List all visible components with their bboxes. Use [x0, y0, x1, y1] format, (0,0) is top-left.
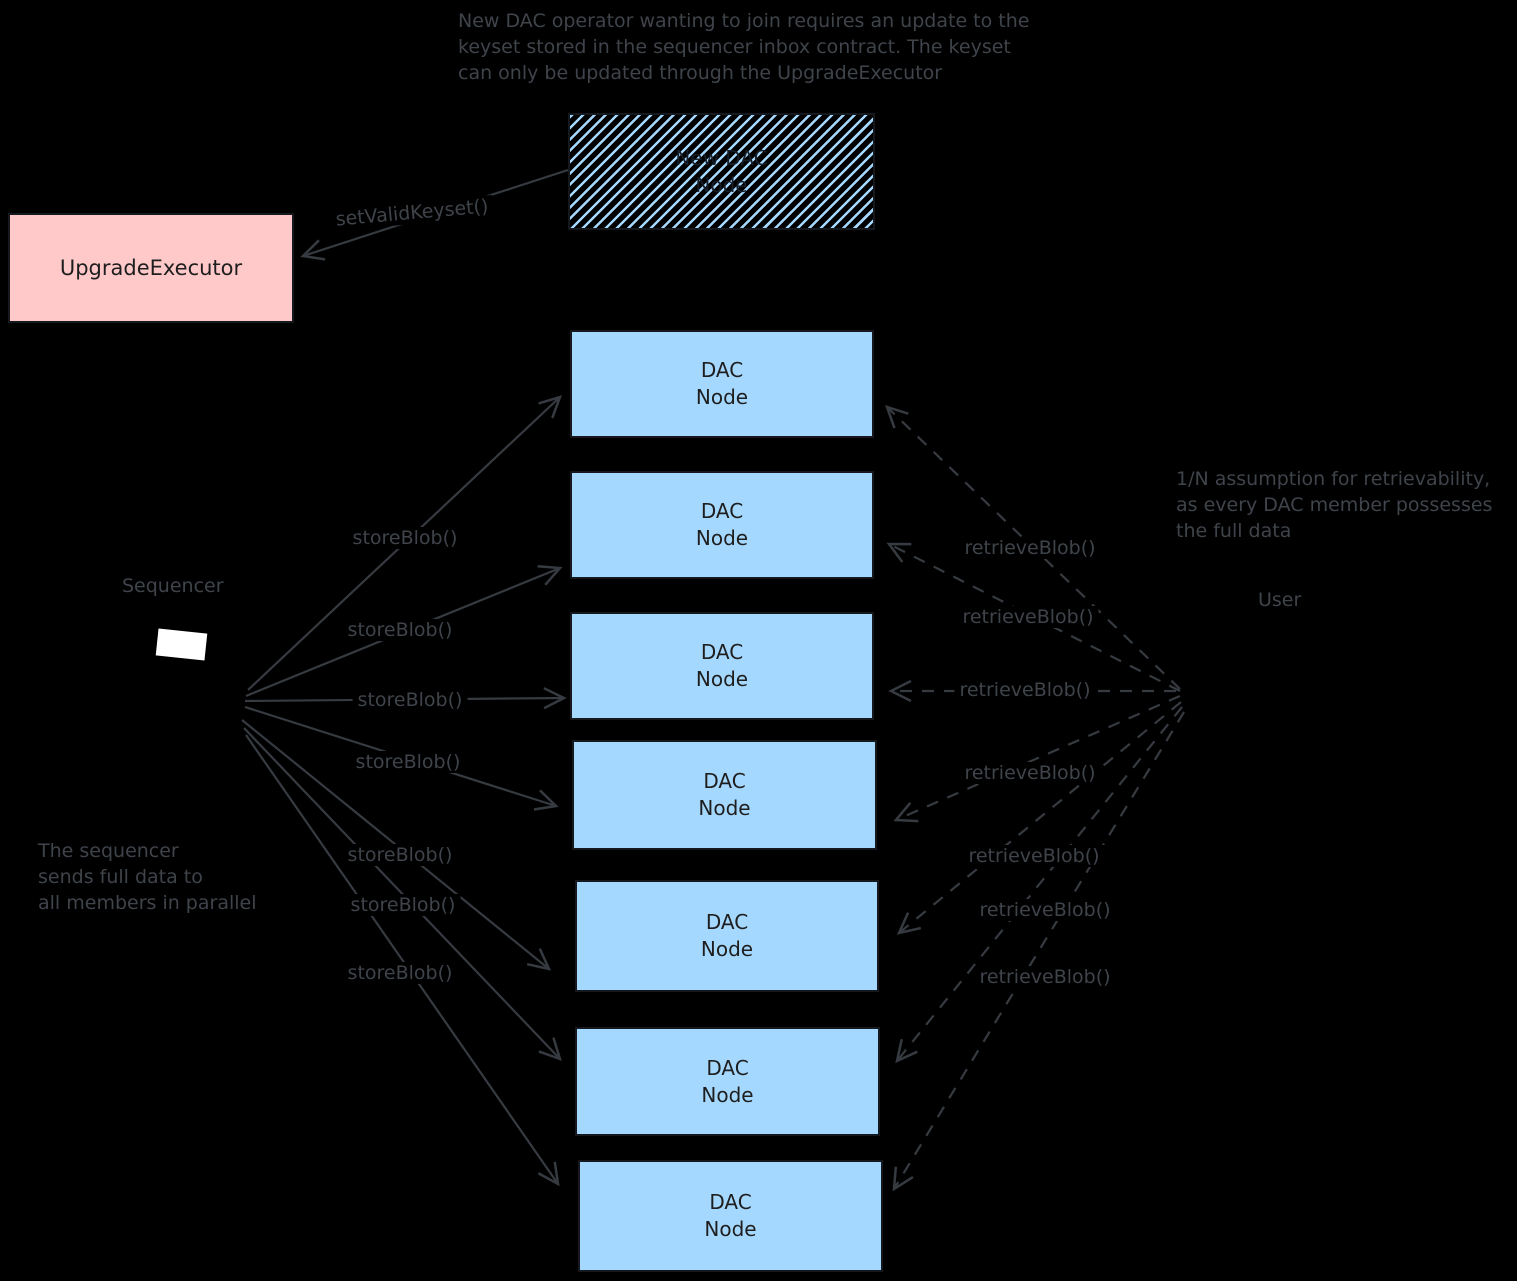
dac-node-label: DAC Node	[695, 640, 749, 691]
retrieve-blob-arrow-4	[893, 694, 1181, 823]
user-label: User	[1258, 589, 1302, 611]
retrievability-note: 1/N assumption for retrievability, as ev…	[1176, 468, 1493, 542]
dac-node-label: DAC Node	[695, 499, 749, 550]
dac-node-box-1: DAC Node	[570, 330, 874, 438]
dac-node-label: DAC Node	[701, 1055, 754, 1107]
store-blob-label-4: storeBlob()	[350, 751, 466, 773]
retrieve-blob-label-5: retrieveBlob()	[963, 845, 1105, 867]
new-dac-node-label: New DAC Node	[675, 145, 768, 197]
dac-node-box-5: DAC Node	[575, 880, 879, 992]
store-blob-label-6: storeBlob()	[345, 894, 461, 916]
retrieve-blob-label-6: retrieveBlob()	[974, 899, 1116, 921]
store-blob-label-5: storeBlob()	[342, 844, 458, 866]
dac-node-box-3: DAC Node	[570, 612, 874, 720]
keyset-update-note: New DAC operator wanting to join require…	[458, 10, 1030, 84]
dac-node-label: DAC Node	[698, 769, 751, 820]
dac-node-label: DAC Node	[700, 910, 754, 961]
store-blob-label-1: storeBlob()	[347, 527, 463, 549]
parallel-send-note: The sequencer sends full data to all mem…	[38, 840, 257, 914]
sequencer-label: Sequencer	[122, 575, 224, 597]
retrieve-blob-arrow-6	[895, 706, 1183, 1064]
store-blob-label-7: storeBlob()	[342, 962, 458, 984]
sequencer-icon	[155, 628, 208, 661]
retrieve-blob-label-4: retrieveBlob()	[959, 762, 1101, 784]
retrieve-blob-label-3: retrieveBlob()	[954, 679, 1096, 701]
dac-node-box-7: DAC Node	[578, 1160, 883, 1272]
dac-node-box-4: DAC Node	[572, 740, 877, 850]
store-blob-arrow-7	[245, 734, 560, 1187]
retrieve-blob-label-7: retrieveBlob()	[974, 966, 1116, 988]
retrieve-blob-label-1: retrieveBlob()	[959, 537, 1101, 559]
dac-node-box-2: DAC Node	[570, 471, 874, 579]
new-dac-node-box: New DAC Node	[568, 113, 875, 230]
upgrade-executor-box: UpgradeExecutor	[8, 213, 294, 323]
store-blob-label-3: storeBlob()	[352, 689, 468, 711]
dac-node-box-6: DAC Node	[575, 1027, 880, 1136]
store-blob-label-2: storeBlob()	[342, 619, 458, 641]
retrieve-blob-label-2: retrieveBlob()	[957, 606, 1099, 628]
dac-node-label: DAC Node	[704, 1190, 757, 1241]
dac-node-label: DAC Node	[695, 358, 749, 409]
set-valid-keyset-label: setValidKeyset()	[329, 194, 495, 232]
upgrade-executor-label: UpgradeExecutor	[59, 255, 243, 280]
